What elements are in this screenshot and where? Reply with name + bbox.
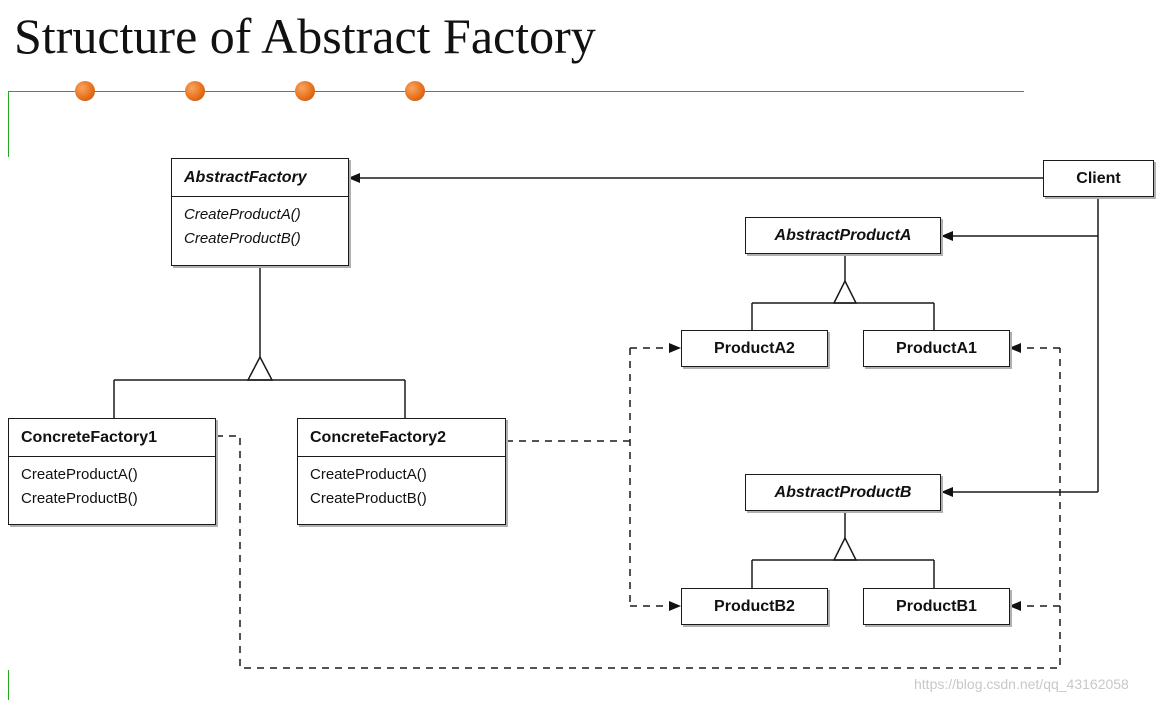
class-name: AbstractProductA: [774, 226, 912, 244]
class-name: ProductB1: [896, 597, 977, 615]
class-concrete-factory-1: ConcreteFactory1 CreateProductA() Create…: [8, 418, 216, 525]
operation-create-product-b: CreateProductB(): [310, 490, 427, 507]
class-product-b2: ProductB2: [681, 588, 828, 625]
class-abstract-factory: AbstractFactory CreateProductA() CreateP…: [171, 158, 349, 266]
class-product-b1: ProductB1: [863, 588, 1010, 625]
operation-create-product-b: CreateProductB(): [21, 490, 138, 507]
bullet-dot-4: [405, 81, 425, 101]
operation-create-product-a: CreateProductA(): [184, 206, 301, 223]
class-abstract-product-a: AbstractProductA: [745, 217, 941, 254]
class-product-a2: ProductA2: [681, 330, 828, 367]
class-name: AbstractProductB: [774, 483, 912, 501]
operation-create-product-a: CreateProductA(): [21, 466, 138, 483]
operation-create-product-b: CreateProductB(): [184, 230, 301, 247]
class-name: ProductA1: [896, 339, 977, 357]
class-name: AbstractFactory: [172, 159, 348, 197]
header-rule: [8, 91, 1024, 92]
class-client: Client: [1043, 160, 1154, 197]
side-rule-top: [8, 91, 9, 157]
watermark-text: https://blog.csdn.net/qq_43162058: [914, 676, 1129, 692]
class-name: ProductB2: [714, 597, 795, 615]
bullet-dot-1: [75, 81, 95, 101]
inherit-productb-triangle: [832, 536, 858, 561]
dep-cf1-path: [216, 348, 1061, 669]
class-concrete-factory-2: ConcreteFactory2 CreateProductA() Create…: [297, 418, 506, 525]
class-name: ProductA2: [714, 339, 795, 357]
class-name: Client: [1076, 169, 1121, 187]
side-rule-bottom: [8, 670, 9, 700]
class-name: ConcreteFactory2: [298, 419, 505, 457]
inherit-producta-triangle: [832, 279, 858, 304]
class-product-a1: ProductA1: [863, 330, 1010, 367]
class-abstract-product-b: AbstractProductB: [745, 474, 941, 511]
bullet-dot-3: [295, 81, 315, 101]
inherit-abstractfactory-triangle: [246, 355, 274, 381]
class-name: ConcreteFactory1: [9, 419, 215, 457]
slide-title: Structure of Abstract Factory: [14, 8, 596, 64]
bullet-dot-2: [185, 81, 205, 101]
operation-create-product-a: CreateProductA(): [310, 466, 427, 483]
